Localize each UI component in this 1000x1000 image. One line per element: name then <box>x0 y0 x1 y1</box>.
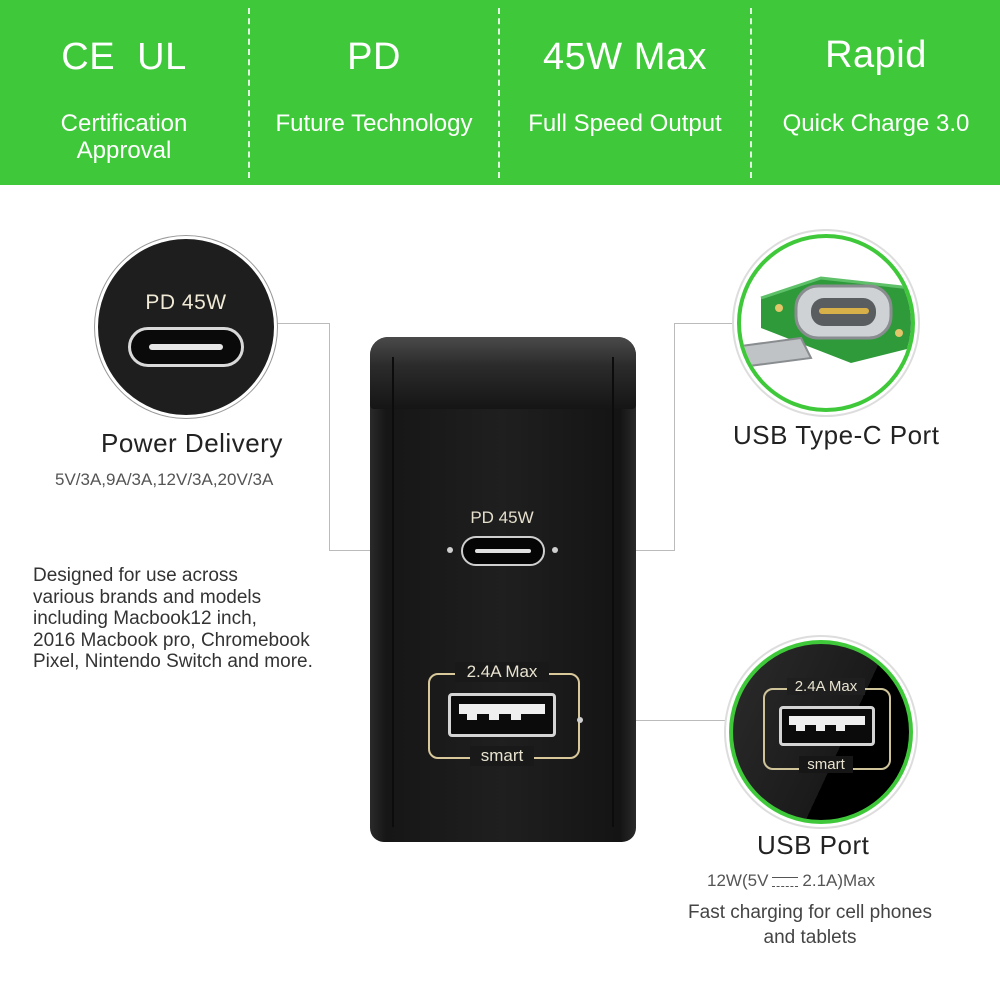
usb-c-connector-illustration <box>741 276 911 368</box>
feature-subtitle: Certification Approval <box>60 110 188 164</box>
usb-port-spec-prefix: 12W(5V <box>707 871 769 890</box>
connector-line <box>268 323 330 324</box>
power-delivery-title: Power Delivery <box>101 428 283 458</box>
feature-subtitle: Full Speed Output <box>528 110 722 137</box>
charger-top-edge <box>370 337 636 409</box>
power-delivery-specs: 5V/3A,9A/3A,12V/3A,20V/3A <box>55 470 274 489</box>
feature-banner: CE UL Certification Approval PD Future T… <box>0 0 1000 185</box>
feature-subtitle: Future Technology <box>275 110 473 137</box>
usb-c-port-closeup <box>737 234 915 412</box>
usb-type-c-title: USB Type-C Port <box>733 420 940 450</box>
usb-port-description: Fast charging for cell phones and tablet… <box>688 902 932 948</box>
indicator-dot <box>447 547 453 553</box>
charger-usb-bottom-label: smart <box>470 746 534 766</box>
charger-pd-label: PD 45W <box>470 508 534 527</box>
connector-line <box>674 323 675 551</box>
compatibility-description: Designed for use across various brands a… <box>33 565 313 672</box>
feature-title: Rapid <box>825 34 927 76</box>
divider <box>248 8 250 178</box>
usb-port-spec-suffix: 2.1A)Max <box>802 871 876 890</box>
charger-usb-top-label: 2.4A Max <box>455 662 549 682</box>
closeup-usb-a-port <box>779 706 875 746</box>
usb-port-title: USB Port <box>757 830 870 860</box>
feature-quick-charge: Rapid Quick Charge 3.0 <box>752 0 1000 185</box>
feature-pd: PD Future Technology <box>250 0 498 185</box>
connector-line <box>674 323 738 324</box>
feature-power: 45W Max Full Speed Output <box>500 0 750 185</box>
charger-body <box>370 337 636 842</box>
closeup-usb-bottom-label: smart <box>799 756 853 773</box>
feature-title: PD <box>347 36 401 78</box>
closeup-usb-top-label: 2.4A Max <box>787 678 865 695</box>
feature-certification: CE UL Certification Approval <box>0 0 248 185</box>
pd-port-label: PD 45W <box>145 291 227 314</box>
usb-c-port-icon <box>128 327 244 367</box>
feature-title: CE UL <box>61 36 187 78</box>
connector-line <box>329 323 330 550</box>
usb-port-closeup: 2.4A Max smart <box>729 640 913 824</box>
divider <box>750 8 752 178</box>
connector-line <box>583 720 730 721</box>
dc-symbol-icon <box>772 876 799 887</box>
charger-usb-c-port <box>461 536 545 566</box>
feature-subtitle: Quick Charge 3.0 <box>782 110 970 137</box>
usb-port-spec: 12W(5V 2.1A)Max <box>707 871 875 891</box>
pd-port-closeup: PD 45W <box>95 236 277 418</box>
indicator-dot <box>577 717 583 723</box>
divider <box>498 8 500 178</box>
indicator-dot <box>552 547 558 553</box>
feature-title: 45W Max <box>543 36 707 78</box>
charger-usb-a-port <box>448 693 556 737</box>
